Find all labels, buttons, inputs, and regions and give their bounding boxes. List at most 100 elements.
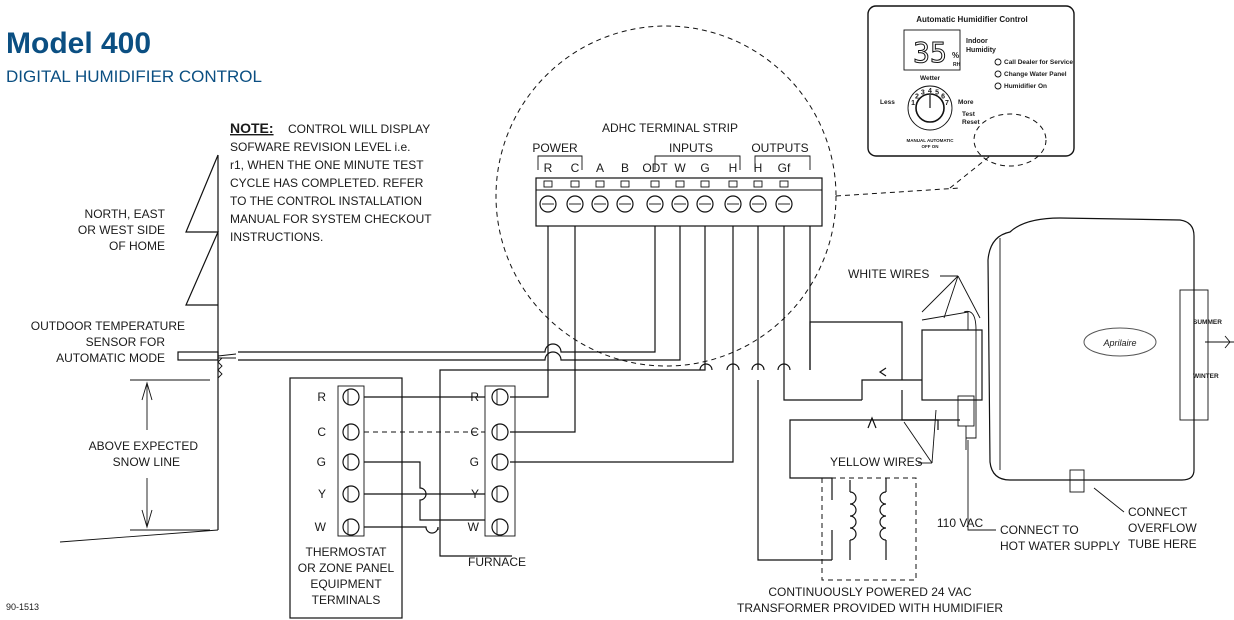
wire-crossovers	[699, 363, 791, 371]
terminal-tab	[543, 180, 553, 188]
thermostat-terminal-label: C	[317, 425, 326, 439]
note-line: CYCLE HAS COMPLETED. REFER	[230, 176, 424, 190]
terminal-screw	[775, 195, 793, 213]
indicator-light	[994, 70, 1002, 78]
terminal-tab	[728, 180, 738, 188]
indicator-label: Call Dealer for Service	[1004, 59, 1073, 66]
terminal-strip-title: ADHC TERMINAL STRIP	[602, 121, 738, 135]
hot-water-leader	[967, 440, 996, 531]
terminal-label: A	[596, 161, 604, 175]
overflow-label: CONNECT	[1128, 505, 1188, 519]
hot-water-label: CONNECT TO	[1000, 523, 1079, 537]
terminal-tab	[650, 180, 660, 188]
vac-label: 110 VAC	[937, 516, 984, 530]
furnace-screw	[491, 453, 509, 471]
thermostat-label: EQUIPMENT	[310, 577, 382, 591]
page-title: Model 400	[6, 27, 151, 60]
winter-label: WINTER	[1193, 373, 1219, 380]
thermostat-terminal-label: W	[315, 520, 327, 534]
indicator-light	[994, 58, 1002, 66]
overflow-label: OVERFLOW	[1128, 521, 1197, 535]
outdoor-sensor	[177, 351, 237, 379]
terminal-label: Gf	[778, 161, 791, 175]
reset-label: Reset	[962, 119, 981, 126]
hot-water-label: HOT WATER SUPPLY	[1000, 539, 1120, 553]
terminal-tab	[675, 180, 685, 188]
terminal-tab	[595, 180, 605, 188]
indoor-label: Indoor	[966, 38, 988, 45]
dial-number: 5	[935, 89, 939, 96]
test-label: Test	[962, 111, 976, 118]
overflow-label: TUBE HERE	[1128, 537, 1197, 551]
rh-label: RH	[953, 62, 961, 68]
note-block: NOTE: CONTROL WILL DISPLAY SOFWARE REVIS…	[230, 120, 432, 244]
control-wiring	[439, 226, 862, 561]
terminal-label: ODT	[642, 161, 668, 175]
furnace-terminal-label: W	[468, 520, 480, 534]
dial-number: 7	[945, 100, 949, 107]
north-side-label: OF HOME	[109, 239, 165, 253]
terminal-label: R	[544, 161, 553, 175]
dial-right-label: More	[958, 99, 974, 106]
terminal-label: H	[729, 161, 738, 175]
thermostat-label: THERMOSTAT	[306, 545, 388, 559]
group-power: POWER	[532, 141, 578, 155]
thermostat-screw	[342, 485, 360, 503]
terminal-screw	[646, 195, 664, 213]
furnace-terminal-label: G	[470, 455, 479, 469]
terminal-label: C	[571, 161, 580, 175]
overflow-leader	[1093, 487, 1125, 513]
indicator-light	[994, 82, 1002, 90]
snow-line-label: ABOVE EXPECTED	[89, 439, 199, 453]
dial-number: 2	[915, 94, 919, 101]
outdoor-sensor-label: OUTDOOR TEMPERATURE	[31, 319, 185, 333]
terminal-screw	[671, 195, 689, 213]
group-inputs: INPUTS	[669, 141, 713, 155]
summer-label: SUMMER	[1193, 319, 1222, 326]
note-line: SOFWARE REVISION LEVEL i.e.	[230, 140, 411, 154]
thermostat-label: TERMINALS	[312, 593, 381, 607]
humidifier-unit: Aprilaire SUMMER WINTER	[921, 217, 1234, 493]
furnace-label: FURNACE	[468, 555, 526, 569]
note-line: INSTRUCTIONS.	[230, 230, 323, 244]
yellow-wires-label: YELLOW WIRES	[830, 455, 923, 469]
thermostat-screw	[342, 388, 360, 406]
terminal-tab	[779, 180, 789, 188]
terminal-label: H	[754, 161, 763, 175]
dial-number: 6	[941, 94, 945, 101]
terminal-label: W	[674, 161, 686, 175]
note-line: r1, WHEN THE ONE MINUTE TEST	[230, 158, 424, 172]
indicator-label: Humidifier On	[1004, 83, 1047, 90]
zoom-leader	[835, 187, 961, 197]
page-subtitle: DIGITAL HUMIDIFIER CONTROL	[6, 67, 262, 86]
thermostat-terminal-label: R	[317, 390, 326, 404]
white-wires-label: WHITE WIRES	[848, 267, 929, 281]
adhc-terminal-strip: ADHC TERMINAL STRIP POWER INPUTS OUTPUTS…	[532, 121, 823, 227]
panel-title: Automatic Humidifier Control	[916, 15, 1028, 24]
terminal-screw	[749, 195, 767, 213]
terminal-screw	[539, 195, 557, 213]
terminal-tab	[620, 180, 630, 188]
dial-number: 3	[921, 89, 925, 96]
snow-line-label: SNOW LINE	[113, 455, 180, 469]
thermostat-terminal-label: Y	[318, 487, 326, 501]
humidity-label: Humidity	[966, 47, 996, 54]
dial-number: 1	[911, 100, 915, 107]
terminal-tab	[700, 180, 710, 188]
furnace-screw	[491, 423, 509, 441]
note-heading: NOTE:	[230, 120, 274, 136]
humidifier-wiring	[809, 321, 960, 429]
yellow-wires-leaders	[903, 409, 937, 464]
brand-badge	[1083, 327, 1157, 357]
thermostat-screw	[342, 423, 360, 441]
white-wires-leaders	[921, 275, 981, 319]
outdoor-sensor-label: AUTOMATIC MODE	[56, 351, 165, 365]
terminal-tab	[753, 180, 763, 188]
sensor-wires	[238, 226, 681, 361]
terminal-tab	[570, 180, 580, 188]
terminal-screw	[696, 195, 714, 213]
humidifier-control-panel: Automatic Humidifier Control 35 % RH Ind…	[867, 5, 1075, 167]
